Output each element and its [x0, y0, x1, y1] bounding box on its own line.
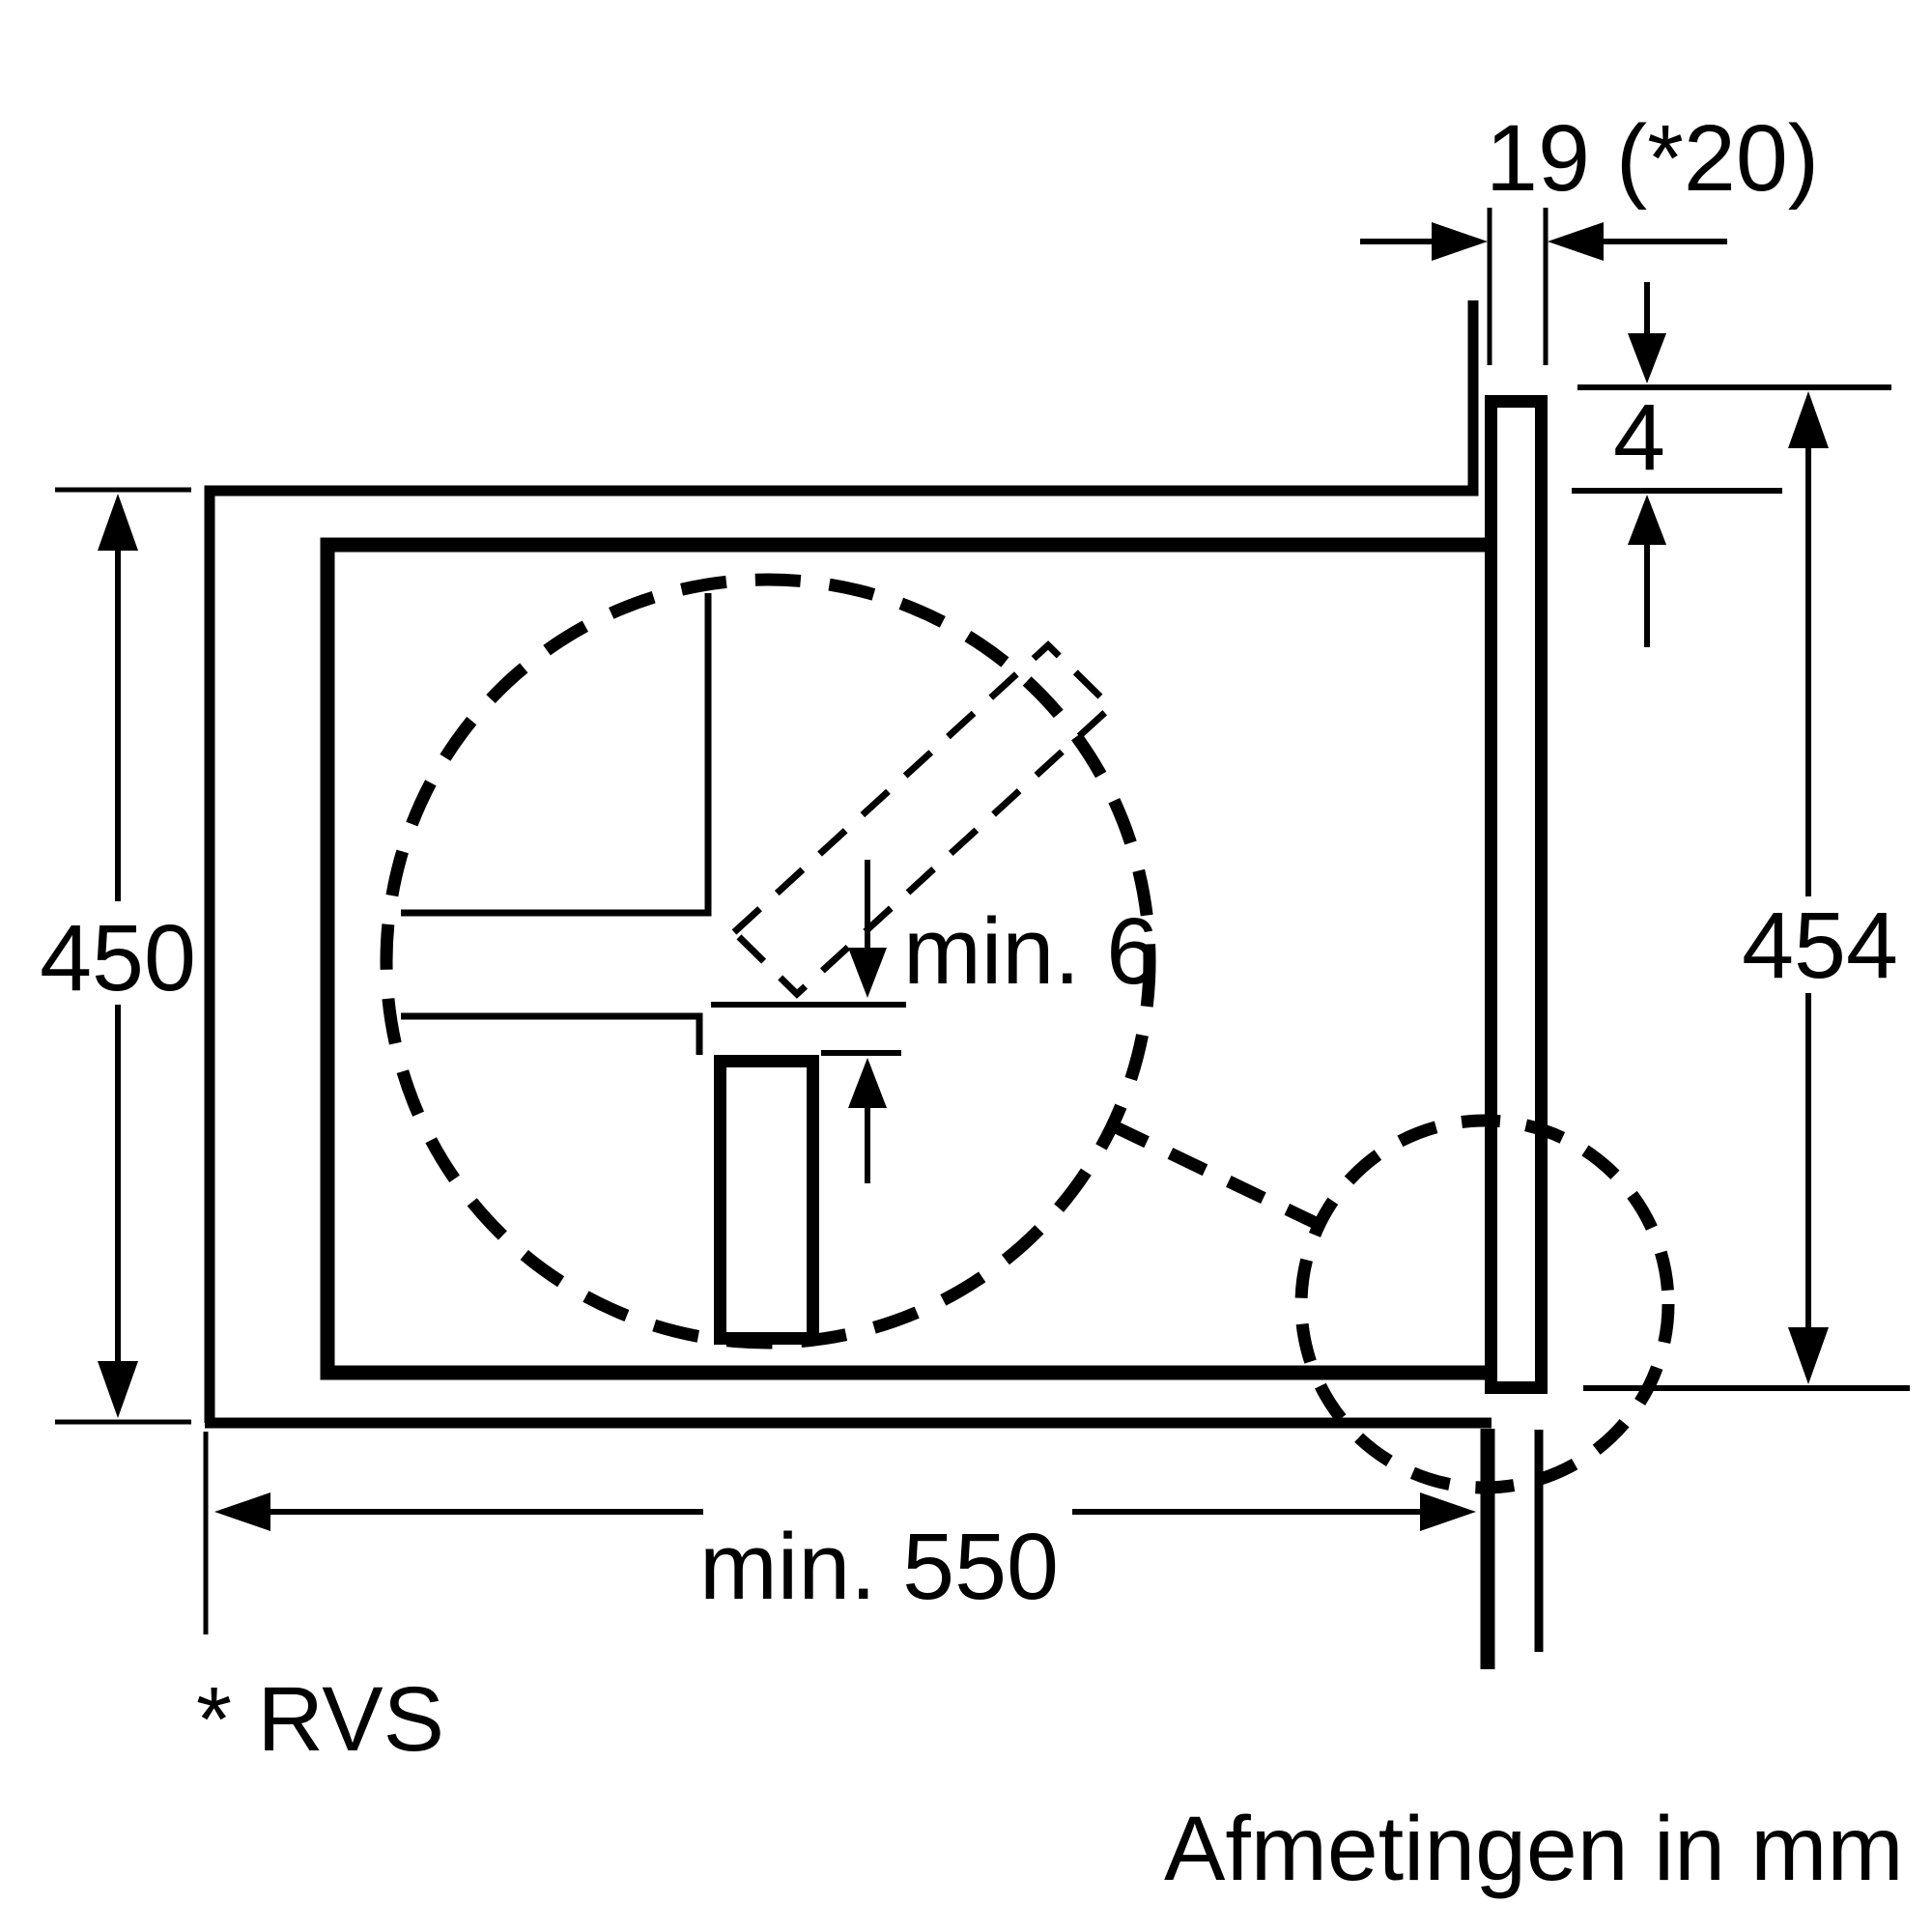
dimension-454: 454	[1583, 391, 1910, 1391]
label-door-thickness: 19 (*20)	[1486, 105, 1819, 211]
vent-column	[714, 1055, 819, 1345]
detail-connector-line	[1109, 1120, 1322, 1231]
label-gap-min: min. 6	[903, 898, 1158, 1004]
niche-top-left-wall-line	[204, 300, 1479, 1423]
door-panel	[1485, 395, 1548, 1394]
arrowhead-up-icon	[1628, 495, 1666, 545]
dimension-min-6: min. 6	[711, 860, 1158, 1183]
vent-column-rect	[714, 1055, 819, 1345]
dimension-450: 450	[40, 487, 196, 1425]
shelf-upper-line	[401, 593, 712, 917]
door-swing-circle	[380, 573, 1156, 1350]
oven-cavity-outline	[320, 537, 1485, 1380]
arrowhead-down-icon	[1628, 333, 1666, 384]
arrowhead-left-icon	[214, 1492, 270, 1531]
dimension-4: 4	[1572, 282, 1891, 647]
front-panel-lower	[1480, 1429, 1544, 1669]
footnote-rvs: * RVS	[196, 1668, 444, 1771]
label-niche-height: 450	[40, 905, 196, 1010]
arrowhead-up-icon	[848, 1058, 887, 1108]
dimension-19-20: 19 (*20)	[1360, 105, 1819, 365]
door-panel-rect	[1485, 395, 1548, 1394]
arrowhead-left-icon	[1548, 222, 1604, 261]
arrowhead-up-icon	[98, 494, 138, 551]
arrowhead-right-icon	[1420, 1492, 1476, 1531]
niche-outline	[204, 300, 1492, 1429]
label-front-height: 454	[1742, 893, 1898, 998]
dimension-min-550: min. 550	[203, 1432, 1476, 1634]
label-niche-depth: min. 550	[699, 1514, 1059, 1619]
label-front-overlap: 4	[1613, 384, 1665, 490]
arrowhead-up-icon	[1788, 391, 1829, 448]
arrowhead-down-icon	[848, 948, 887, 998]
arrowhead-down-icon	[98, 1361, 138, 1418]
shelf-lines	[401, 593, 712, 1055]
arrowhead-right-icon	[1432, 222, 1488, 261]
detail-circle	[1294, 1114, 1675, 1494]
arrowhead-down-icon	[1788, 1327, 1829, 1384]
units-note: Afmetingen in mm	[1164, 1798, 1904, 1900]
oven-cavity-line	[320, 537, 1485, 1380]
shelf-lower-line	[401, 1012, 703, 1055]
